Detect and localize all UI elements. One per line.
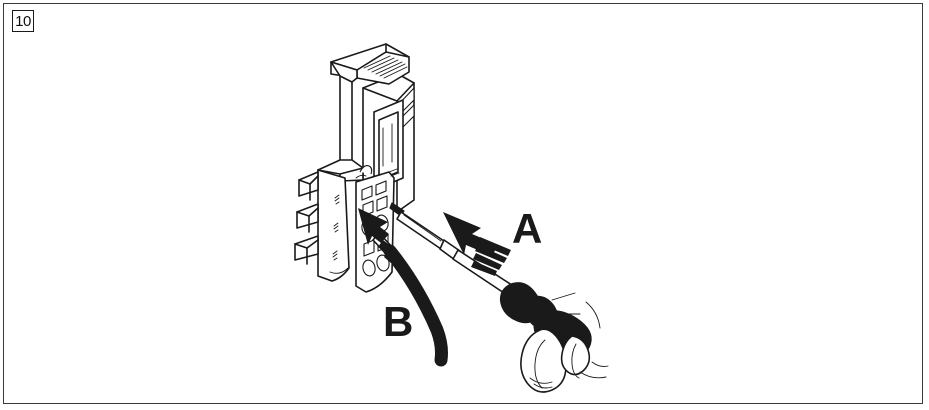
figure-number-box: 10 [12,10,34,32]
figure-number-label: 10 [15,12,31,30]
latch-stem [330,61,358,167]
housing-left-face [317,169,350,282]
inspection-window [373,99,404,191]
hand [520,301,609,393]
arrow-b [358,208,396,263]
callout-letter-b: B [383,298,413,345]
connector-housing [294,43,415,293]
housing-tab-detail [355,165,400,179]
callout-letter-a: A [512,205,542,252]
arrow-a [443,212,511,276]
housing-markings [332,194,340,261]
figure-border [3,3,923,404]
mounting-fins [294,171,319,265]
